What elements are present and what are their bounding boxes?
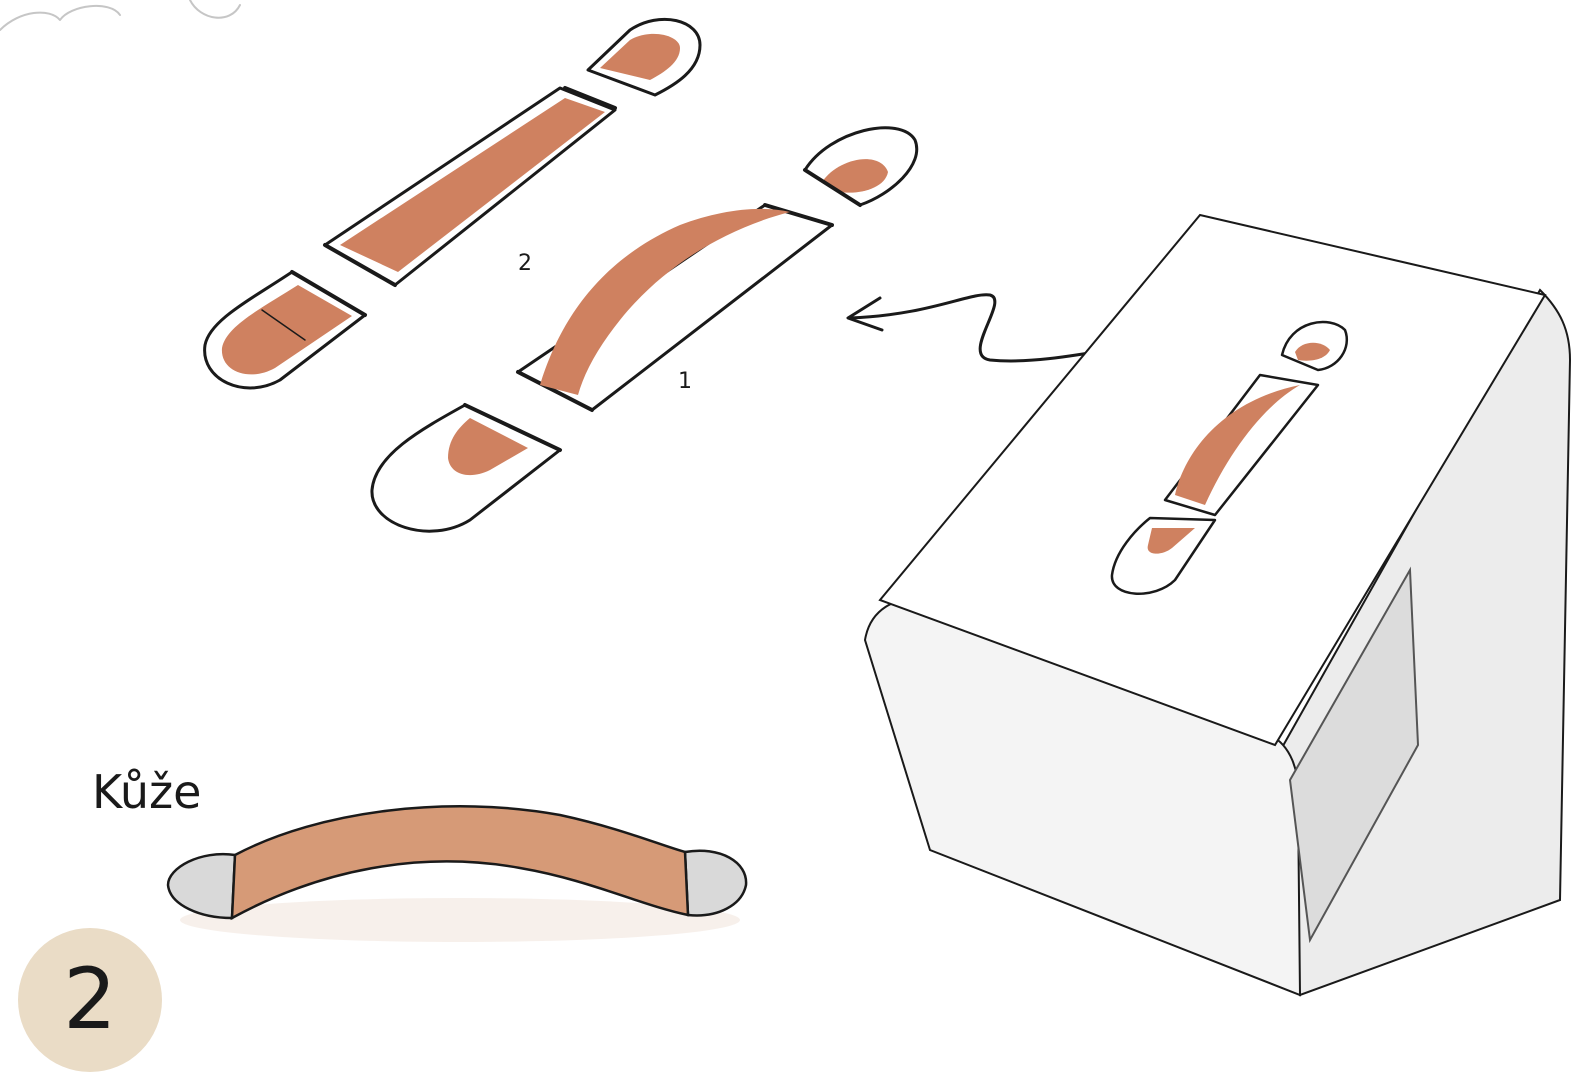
sheet-number: 2 bbox=[63, 950, 116, 1048]
variant-1-label: 1 bbox=[678, 369, 692, 394]
leather-handle-detail bbox=[168, 806, 746, 942]
right-grey-cap bbox=[685, 851, 746, 916]
material-label: Kůže bbox=[92, 765, 201, 819]
variant-2-label: 2 bbox=[518, 251, 532, 276]
left-grey-cap bbox=[168, 854, 235, 918]
sheet-number-badge: 2 bbox=[18, 928, 162, 1072]
handle-variant-2: 2 bbox=[205, 19, 700, 388]
corner-doodle bbox=[0, 0, 240, 30]
arrow-head bbox=[848, 298, 882, 330]
box-product bbox=[865, 215, 1570, 995]
variant-1-strap bbox=[540, 209, 790, 395]
